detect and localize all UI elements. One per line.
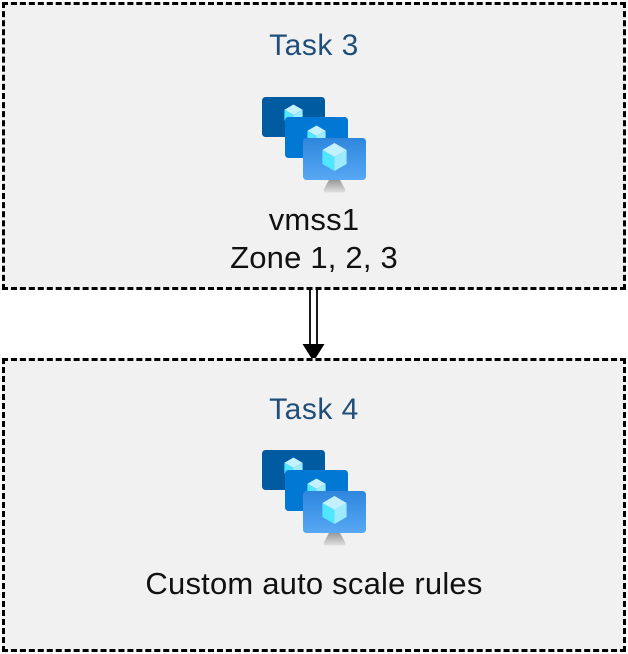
task3-box: Task 3 vmss1 Zone 1, 2, 3 [2, 2, 626, 290]
zones-label: Zone 1, 2, 3 [230, 240, 398, 275]
vm-scale-sets-icon [262, 97, 366, 193]
vmss-name-label: vmss1 [268, 202, 360, 237]
down-arrow [302, 289, 325, 362]
vm-scale-sets-icon [262, 450, 366, 546]
task4-box: Task 4 Custom auto scale rules [2, 358, 626, 652]
autoscale-caption: Custom auto scale rules [145, 566, 483, 601]
task4-title: Task 4 [269, 393, 359, 426]
task3-title: Task 3 [269, 29, 359, 62]
